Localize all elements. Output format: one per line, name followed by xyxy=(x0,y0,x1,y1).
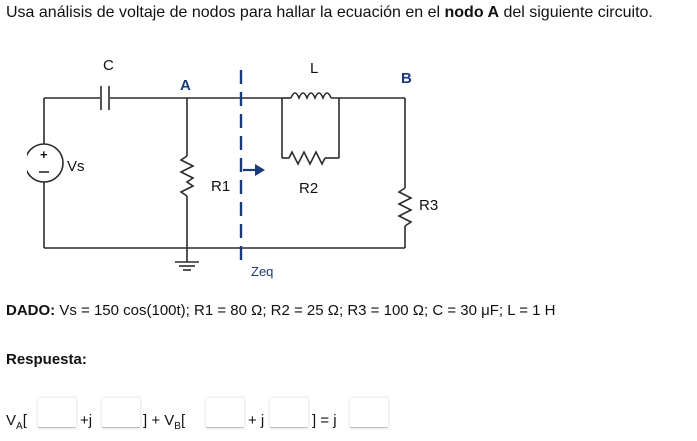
circuit-diagram: + C A L B Vs R1 R2 R3 Zeq xyxy=(27,48,458,295)
va-real-input[interactable] xyxy=(38,398,76,428)
circuit-svg: + C A L B Vs R1 R2 R3 Zeq xyxy=(27,57,438,279)
plus-j-2: + j xyxy=(248,412,265,429)
answer-title: Respuesta: xyxy=(6,351,87,368)
question-node-a: nodo A xyxy=(444,4,500,21)
label-node-b: B xyxy=(401,70,412,87)
equals-j: ] = j xyxy=(312,412,337,429)
question-part1: Usa análisis de voltaje de nodos para ha… xyxy=(6,4,445,21)
label-zeq: Zeq xyxy=(251,264,273,279)
label-inductor: L xyxy=(310,60,318,77)
label-r1: R1 xyxy=(211,178,230,195)
r1-zigzag xyxy=(179,155,195,197)
source-plus: + xyxy=(40,147,48,162)
inductor-coil xyxy=(290,92,332,101)
question-text: Usa análisis de voltaje de nodos para ha… xyxy=(6,4,653,22)
given-label: DADO: xyxy=(6,302,56,319)
label-r2: R2 xyxy=(299,180,318,197)
result-imag-input[interactable] xyxy=(350,398,388,428)
vb-real-input[interactable] xyxy=(206,398,244,428)
label-capacitor: C xyxy=(103,57,114,74)
given-values: Vs = 150 cos(100t); R1 = 80 Ω; R2 = 25 Ω… xyxy=(55,302,556,319)
vb-label: ] + VB[ xyxy=(143,412,186,432)
given-data: DADO: Vs = 150 cos(100t); R1 = 80 Ω; R2 … xyxy=(6,302,556,319)
question-part2: del siguiente circuito. xyxy=(499,4,653,21)
va-imag-input[interactable] xyxy=(102,398,140,428)
label-node-a: A xyxy=(180,77,191,94)
va-label: VA[ xyxy=(6,412,27,432)
label-source: Vs xyxy=(67,158,85,175)
answer-equation: VA[ +j ] + VB[ + j ] = j xyxy=(0,394,697,434)
r3-zigzag xyxy=(397,187,413,227)
r2-zigzag xyxy=(288,150,326,166)
label-r3: R3 xyxy=(419,197,438,214)
vb-imag-input[interactable] xyxy=(270,398,308,428)
source-circle xyxy=(27,143,64,183)
zeq-arrow-icon xyxy=(243,164,265,176)
circuit-wires xyxy=(27,86,413,271)
plus-j-1: +j xyxy=(80,412,93,429)
